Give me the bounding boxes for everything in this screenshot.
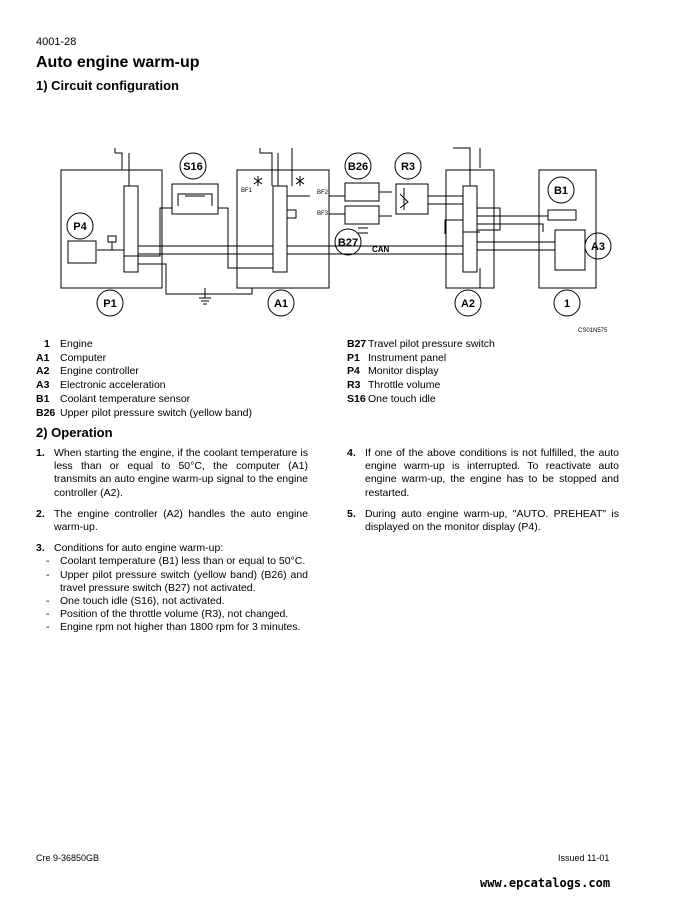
page-title: Auto engine warm-up bbox=[36, 54, 200, 71]
a3-box bbox=[554, 229, 586, 271]
a3-label: A3 bbox=[591, 241, 605, 253]
r3-callout bbox=[394, 152, 422, 180]
watermark: www.epcatalogs.com bbox=[480, 876, 611, 890]
condition-item: -Engine rpm not higher than 1800 rpm for… bbox=[46, 621, 301, 634]
list-item: 5. During auto engine warm-up, "AUTO. PR… bbox=[347, 507, 619, 534]
b27-callout bbox=[334, 228, 362, 256]
r3-box bbox=[395, 183, 429, 215]
p4-label: P4 bbox=[73, 221, 87, 233]
footer-issued: Issued 11-01 bbox=[558, 853, 610, 863]
condition-item: -Coolant temperature (B1) less than or e… bbox=[46, 555, 306, 568]
a2-connector bbox=[462, 185, 478, 273]
r3-label: R3 bbox=[401, 161, 415, 173]
list-item: 4. If one of the above conditions is not… bbox=[347, 447, 619, 499]
a2-label: A2 bbox=[461, 298, 475, 310]
footer-doc-ref: Cre 9-36850GB bbox=[36, 853, 100, 863]
operation-column-left: 1. When starting the engine, if the cool… bbox=[36, 447, 308, 635]
a1-label: A1 bbox=[274, 298, 288, 310]
diagram-code: CS01N575 bbox=[578, 328, 608, 334]
p4-monitor-box bbox=[67, 240, 97, 264]
a1-callout bbox=[267, 289, 295, 317]
list-item: 1. When starting the engine, if the cool… bbox=[36, 447, 308, 499]
s16-callout bbox=[179, 152, 207, 180]
list-item: 2. The engine controller (A2) handles th… bbox=[36, 507, 308, 534]
b27-label: B27 bbox=[338, 237, 358, 249]
circuit-diagram: S16 B26 R3 B1 P4 A3 B27 P1 A1 A2 1 BF1 B… bbox=[60, 147, 612, 334]
engine-enclosure bbox=[538, 169, 597, 289]
bf2-label: BF2 bbox=[317, 190, 329, 196]
p1-callout bbox=[96, 289, 124, 317]
b1-callout bbox=[547, 176, 575, 204]
section-heading-operation: 2) Operation bbox=[36, 425, 113, 440]
s16-label: S16 bbox=[183, 161, 203, 173]
p1-label: P1 bbox=[103, 298, 116, 310]
b1-coil bbox=[547, 209, 577, 221]
list-item: 3. Conditions for auto engine warm-up: bbox=[36, 542, 224, 555]
a2-enclosure bbox=[445, 169, 495, 289]
condition-item: -Upper pilot pressure switch (yellow ban… bbox=[46, 568, 308, 594]
bf3-label: BF3 bbox=[317, 211, 329, 217]
condition-item: -One touch idle (S16), not activated. bbox=[46, 595, 225, 608]
s16-box bbox=[171, 183, 219, 215]
a2-callout bbox=[454, 289, 482, 317]
a1-connector bbox=[272, 185, 288, 273]
operation-column-right: 4. If one of the above conditions is not… bbox=[347, 447, 619, 542]
can-label: CAN bbox=[372, 245, 390, 254]
p1-enclosure bbox=[60, 169, 163, 289]
a3-callout bbox=[584, 232, 612, 260]
condition-item: -Position of the throttle volume (R3), n… bbox=[46, 608, 289, 621]
page-code: 4001-28 bbox=[36, 36, 77, 48]
p1-connector bbox=[123, 185, 139, 273]
engine-label: 1 bbox=[564, 298, 570, 310]
b26-label: B26 bbox=[348, 161, 368, 173]
a1-enclosure bbox=[236, 169, 330, 289]
b26-callout bbox=[344, 152, 372, 180]
b1-label: B1 bbox=[554, 185, 568, 197]
b26-switch-lower bbox=[344, 205, 380, 225]
bf1-label: BF1 bbox=[241, 188, 253, 194]
b26-switch-upper bbox=[344, 182, 380, 202]
p4-callout bbox=[66, 212, 94, 240]
engine-callout bbox=[553, 289, 581, 317]
section-heading-circuit: 1) Circuit configuration bbox=[36, 78, 179, 93]
